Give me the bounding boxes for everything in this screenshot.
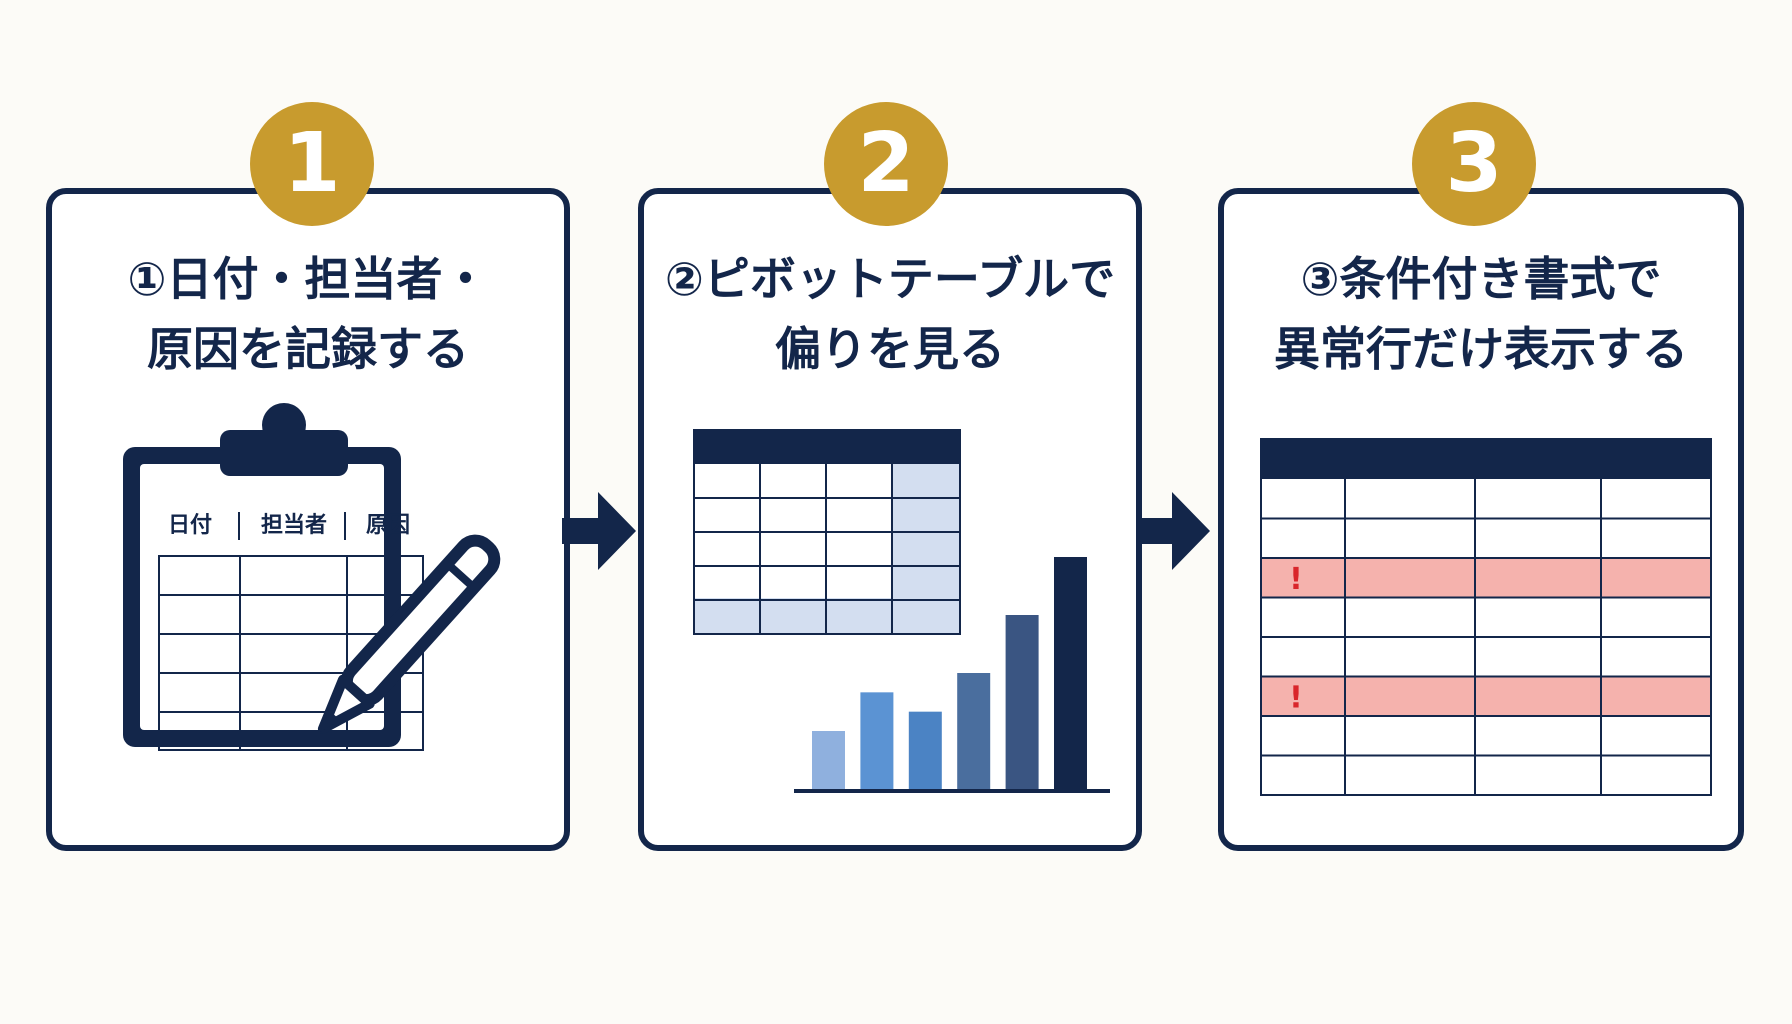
step-3-title-line2: 異常行だけ表示する (1274, 322, 1688, 376)
highlighted-row (1261, 676, 1711, 716)
step-3-card: ③条件付き書式で 異常行だけ表示する !! (1218, 188, 1744, 851)
alert-mark: ! (1289, 680, 1303, 715)
step-1-title: ①日付・担当者・ 原因を記録する (52, 244, 564, 384)
step-3-title: ③条件付き書式で 異常行だけ表示する (1224, 244, 1738, 384)
step-1-badge: 1 (250, 102, 374, 226)
step-1-title-line1: ①日付・担当者・ (127, 252, 489, 306)
highlighted-rows: !! (1261, 558, 1711, 716)
bar-chart (812, 557, 1087, 789)
chart-bar (1005, 615, 1039, 789)
step-2-badge: 2 (824, 102, 948, 226)
step-2-title-line1: ②ピボットテーブルで (664, 252, 1116, 306)
chart-bar (812, 731, 845, 789)
clipboard-icon (123, 403, 401, 747)
step-3-title-line1: ③条件付き書式で (1300, 252, 1662, 306)
pivot-table (693, 429, 961, 635)
clipboard-header-cause: 原因 (366, 513, 410, 538)
chart-bar (1054, 557, 1087, 789)
step-2-card: ②ピボットテーブルで 偏りを見る (638, 188, 1142, 851)
filtered-table (1260, 438, 1712, 796)
step-3-badge: 3 (1412, 102, 1536, 226)
chart-bar (908, 711, 942, 789)
alert-mark: ! (1289, 562, 1303, 597)
pivot-illustration (693, 429, 1110, 793)
chart-bar (957, 673, 991, 789)
step-1-title-line2: 原因を記録する (147, 322, 469, 376)
arrow-right-icon (1136, 492, 1210, 570)
clipboard-header-date: 日付 (168, 513, 212, 538)
clipboard-illustration: 日付 担当者 原因 (123, 403, 501, 751)
step-1-card: ①日付・担当者・ 原因を記録する 日付 担当者 原因 (46, 188, 570, 851)
step-2-title-line2: 偏りを見る (775, 322, 1005, 376)
clipboard-table: 日付 担当者 原因 (158, 512, 424, 751)
arrow-right-icon (562, 492, 636, 570)
chart-bar (860, 692, 894, 789)
clipboard-header-person: 担当者 (261, 513, 327, 538)
step-2-title: ②ピボットテーブルで 偏りを見る (644, 244, 1136, 384)
filtered-table-illustration: !! (1260, 438, 1712, 796)
highlighted-row (1261, 558, 1711, 598)
pen-icon (317, 534, 501, 734)
